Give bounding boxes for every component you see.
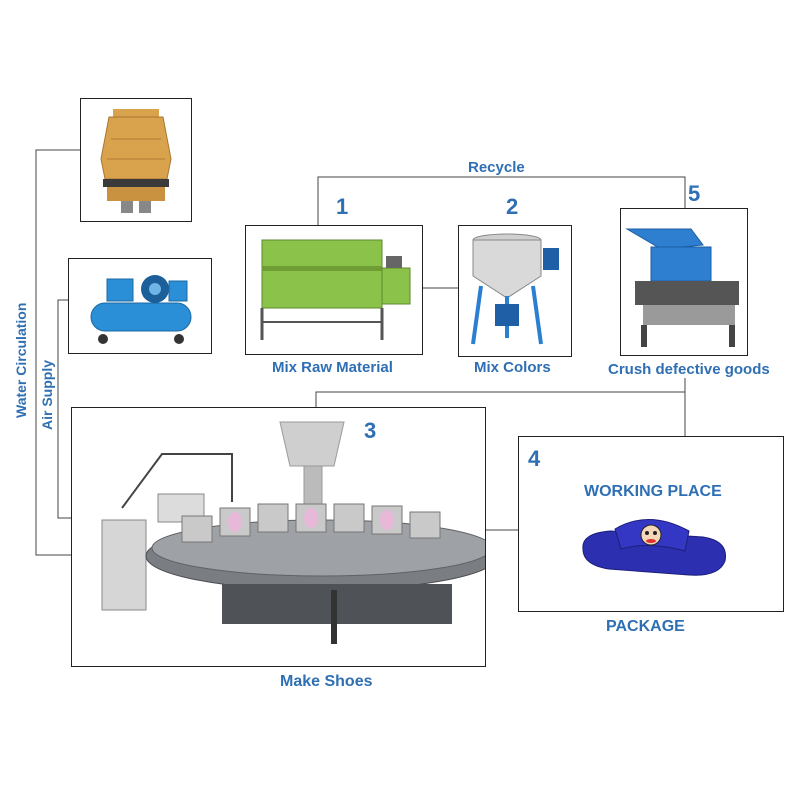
- mix-raw-material-box: [245, 225, 423, 355]
- water-circulation-label: Water Circulation: [13, 302, 29, 418]
- mix-colors-box: [458, 225, 572, 357]
- link-5-3: [315, 378, 686, 407]
- make-shoes-caption: Make Shoes: [280, 673, 373, 690]
- working-place-box: [518, 436, 784, 612]
- step-1-number: 1: [336, 194, 349, 219]
- water-circulation-line: [35, 149, 100, 556]
- step-5-number: 5: [688, 181, 701, 206]
- cooling-tower-box: [80, 98, 192, 222]
- injection-machine-icon: [101, 421, 499, 644]
- mix-raw-material-caption: Mix Raw Material: [272, 359, 393, 376]
- air-compressor-box: [68, 258, 212, 354]
- air-supply-line: [57, 299, 72, 519]
- step-3-number: 3: [364, 418, 377, 443]
- cooling-tower-icon: [100, 109, 172, 213]
- crusher-machine-icon: [625, 228, 739, 347]
- package-caption: PACKAGE: [606, 618, 685, 635]
- crush-defective-goods-caption: Crush defective goods: [608, 361, 770, 378]
- air-supply-label: Air Supply: [39, 359, 55, 430]
- make-shoes-box: [71, 407, 499, 667]
- step-4-number: 4: [528, 446, 541, 471]
- step-2-number: 2: [506, 194, 519, 219]
- air-compressor-icon: [90, 275, 192, 344]
- mix-colors-caption: Mix Colors: [474, 359, 551, 376]
- color-mixer-icon: [471, 233, 559, 345]
- slipper-icon: [582, 519, 727, 576]
- crusher-box: [620, 208, 748, 356]
- working-place-heading: WORKING PLACE: [584, 483, 722, 500]
- recycle-line: [317, 176, 686, 225]
- mixer-machine-icon: [260, 239, 411, 340]
- recycle-label: Recycle: [468, 159, 525, 176]
